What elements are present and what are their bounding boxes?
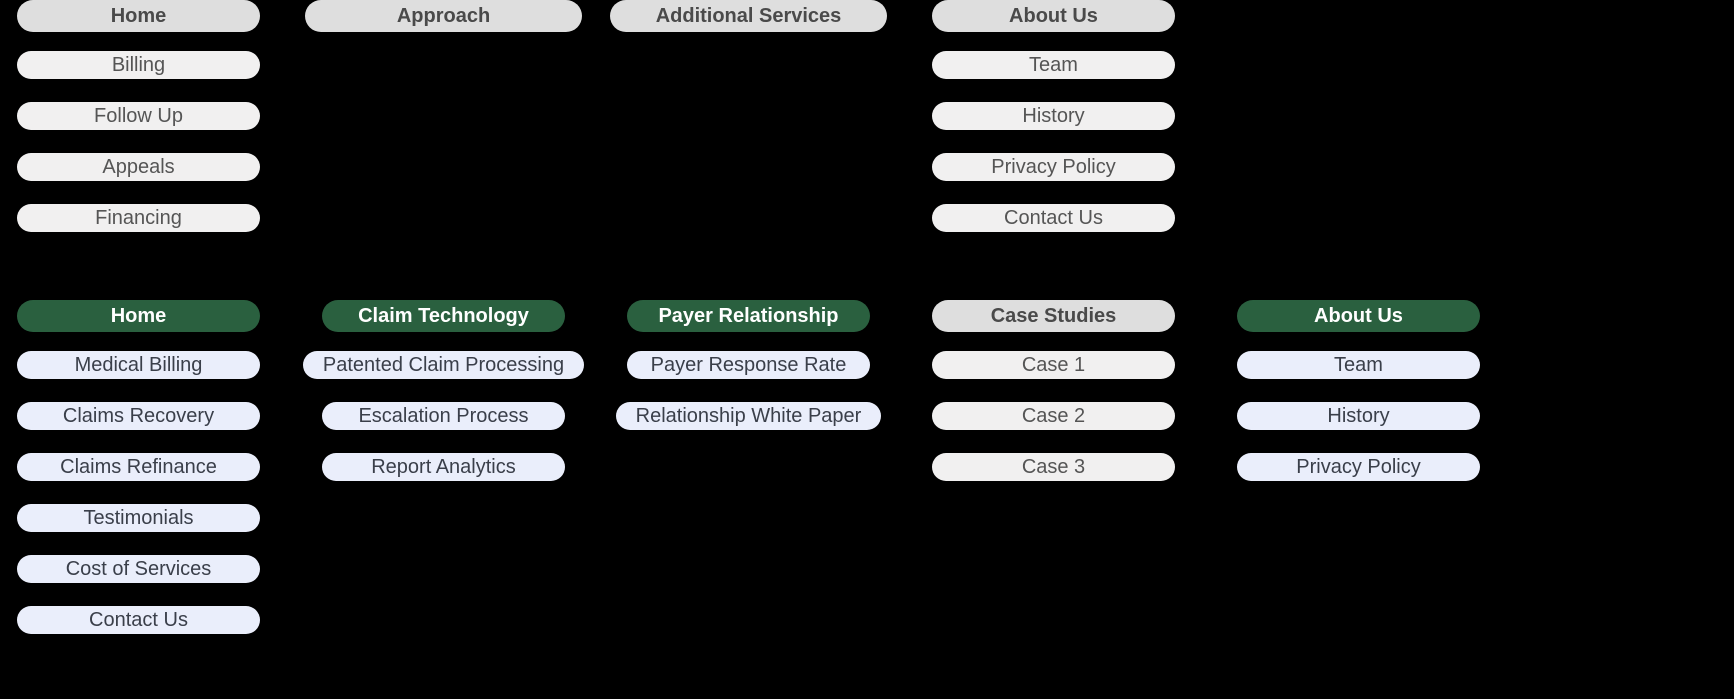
- nav-item-privacy-policy[interactable]: Privacy Policy: [931, 153, 1176, 181]
- column-header-about-us[interactable]: About Us: [931, 0, 1176, 32]
- nav-item-payer-response-rate[interactable]: Payer Response Rate: [626, 351, 871, 379]
- nav-column-approach: Approach: [305, 0, 582, 51]
- column-header-approach[interactable]: Approach: [305, 0, 582, 32]
- nav-item-patented-claim-processing[interactable]: Patented Claim Processing: [302, 351, 585, 379]
- nav-item-claims-refinance[interactable]: Claims Refinance: [16, 453, 261, 481]
- nav-item-contact-us[interactable]: Contact Us: [931, 204, 1176, 232]
- nav-item-privacy-policy[interactable]: Privacy Policy: [1236, 453, 1481, 481]
- nav-item-escalation-process[interactable]: Escalation Process: [321, 402, 566, 430]
- nav-item-history[interactable]: History: [1236, 402, 1481, 430]
- nav-item-case-1[interactable]: Case 1: [931, 351, 1176, 379]
- column-header-home[interactable]: Home: [16, 0, 261, 32]
- nav-item-case-3[interactable]: Case 3: [931, 453, 1176, 481]
- column-header-additional-services[interactable]: Additional Services: [610, 0, 887, 32]
- nav-item-medical-billing[interactable]: Medical Billing: [16, 351, 261, 379]
- nav-item-testimonials[interactable]: Testimonials: [16, 504, 261, 532]
- nav-item-team[interactable]: Team: [931, 51, 1176, 79]
- nav-item-follow-up[interactable]: Follow Up: [16, 102, 261, 130]
- nav-column-additional-services: Additional Services: [610, 0, 887, 51]
- nav-item-cost-of-services[interactable]: Cost of Services: [16, 555, 261, 583]
- nav-item-history[interactable]: History: [931, 102, 1176, 130]
- nav-item-relationship-white-paper[interactable]: Relationship White Paper: [615, 402, 882, 430]
- column-header-home[interactable]: Home: [16, 300, 261, 332]
- nav-item-appeals[interactable]: Appeals: [16, 153, 261, 181]
- nav-item-billing[interactable]: Billing: [16, 51, 261, 79]
- column-header-claim-technology[interactable]: Claim Technology: [321, 300, 566, 332]
- nav-item-team[interactable]: Team: [1236, 351, 1481, 379]
- nav-item-contact-us[interactable]: Contact Us: [16, 606, 261, 634]
- column-header-case-studies[interactable]: Case Studies: [931, 300, 1176, 332]
- nav-item-report-analytics[interactable]: Report Analytics: [321, 453, 566, 481]
- nav-item-claims-recovery[interactable]: Claims Recovery: [16, 402, 261, 430]
- column-header-payer-relationship[interactable]: Payer Relationship: [626, 300, 871, 332]
- column-header-about-us[interactable]: About Us: [1236, 300, 1481, 332]
- nav-item-case-2[interactable]: Case 2: [931, 402, 1176, 430]
- nav-item-financing[interactable]: Financing: [16, 204, 261, 232]
